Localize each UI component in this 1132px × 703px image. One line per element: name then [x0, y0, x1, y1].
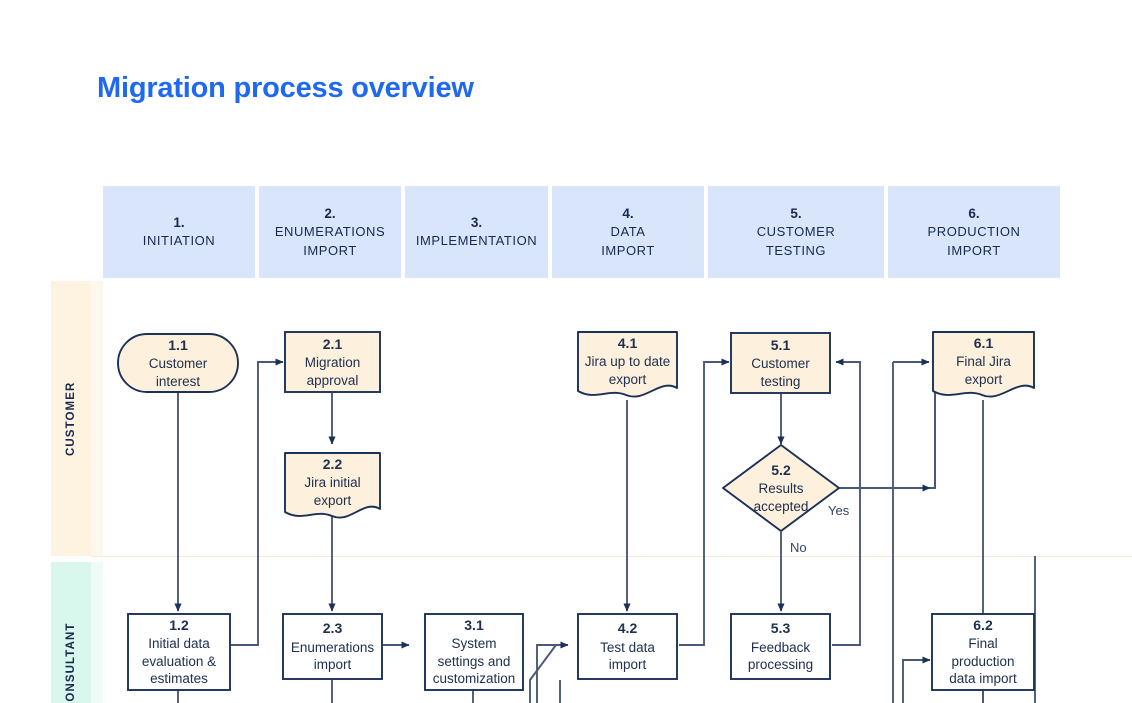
phase-number: 3.: [470, 215, 483, 231]
node-2-2-shape: [284, 452, 381, 519]
swimlane-consultant-band: [51, 562, 91, 703]
node-5-2-shape: [722, 444, 840, 532]
node-5-3-shape: [730, 613, 831, 680]
node-4-1-shape: [577, 331, 678, 398]
phase-number: 1.: [173, 215, 185, 231]
edge-5-2-yes-seg: [838, 361, 936, 489]
phase-number: 6.: [968, 205, 980, 221]
node-number: 1.2: [169, 617, 189, 634]
node-4-2-shape: [577, 613, 678, 680]
node-1-1-shape: [117, 333, 239, 393]
node-6-2-shape: [931, 613, 1035, 691]
node-2-1-shape: [284, 331, 381, 393]
phase-header-1: 1. INITIATION: [103, 186, 255, 278]
node-number: 2.1: [322, 335, 343, 352]
node-number: 5.3: [770, 620, 791, 637]
node-6-1-shape: [932, 331, 1035, 398]
phase-number: 4.: [622, 205, 634, 221]
node-3-1-shape: [424, 613, 524, 691]
swimlane-customer-band: [51, 281, 91, 556]
phase-name: INITIATION: [142, 233, 216, 249]
edge-3-1-to-4-2-stub: [529, 644, 557, 703]
edge-label-no: No: [790, 540, 807, 555]
node-number: 1.1: [168, 336, 188, 353]
swimlane-customer-body: [91, 281, 103, 556]
node-number: 2.2: [322, 455, 343, 472]
node-number: 2.3: [322, 620, 343, 637]
node-number: 6.2: [973, 617, 993, 634]
edge-4-2-to-5-1: [679, 358, 730, 646]
phase-name: IMPLEMENTATION: [415, 233, 538, 249]
node-number: 6.1: [973, 334, 994, 351]
edge-1-2-to-2-1: [231, 358, 284, 646]
edge-5-3-to-5-1: [832, 358, 861, 646]
node-number: 4.2: [617, 620, 638, 637]
edge-left-into-4-2: [536, 641, 569, 703]
node-2-3-shape: [282, 613, 383, 680]
node-5-1-shape: [730, 332, 831, 394]
phase-number: 5.: [790, 205, 802, 221]
node-number: 5.2: [771, 461, 791, 478]
phase-number: 2.: [324, 205, 336, 221]
node-number: 4.1: [617, 334, 638, 351]
phase-header-3: 3. IMPLEMENTATION: [405, 186, 548, 278]
page-title: Migration process overview: [97, 72, 474, 104]
edge-label-yes: Yes: [828, 503, 850, 518]
swimlane-consultant-body: [91, 562, 103, 703]
lane-divider: [91, 556, 1132, 557]
edge-into-6-2: [902, 656, 931, 703]
node-number: 5.1: [770, 336, 791, 353]
node-1-2-shape: [127, 613, 231, 691]
node-number: 3.1: [464, 617, 484, 634]
